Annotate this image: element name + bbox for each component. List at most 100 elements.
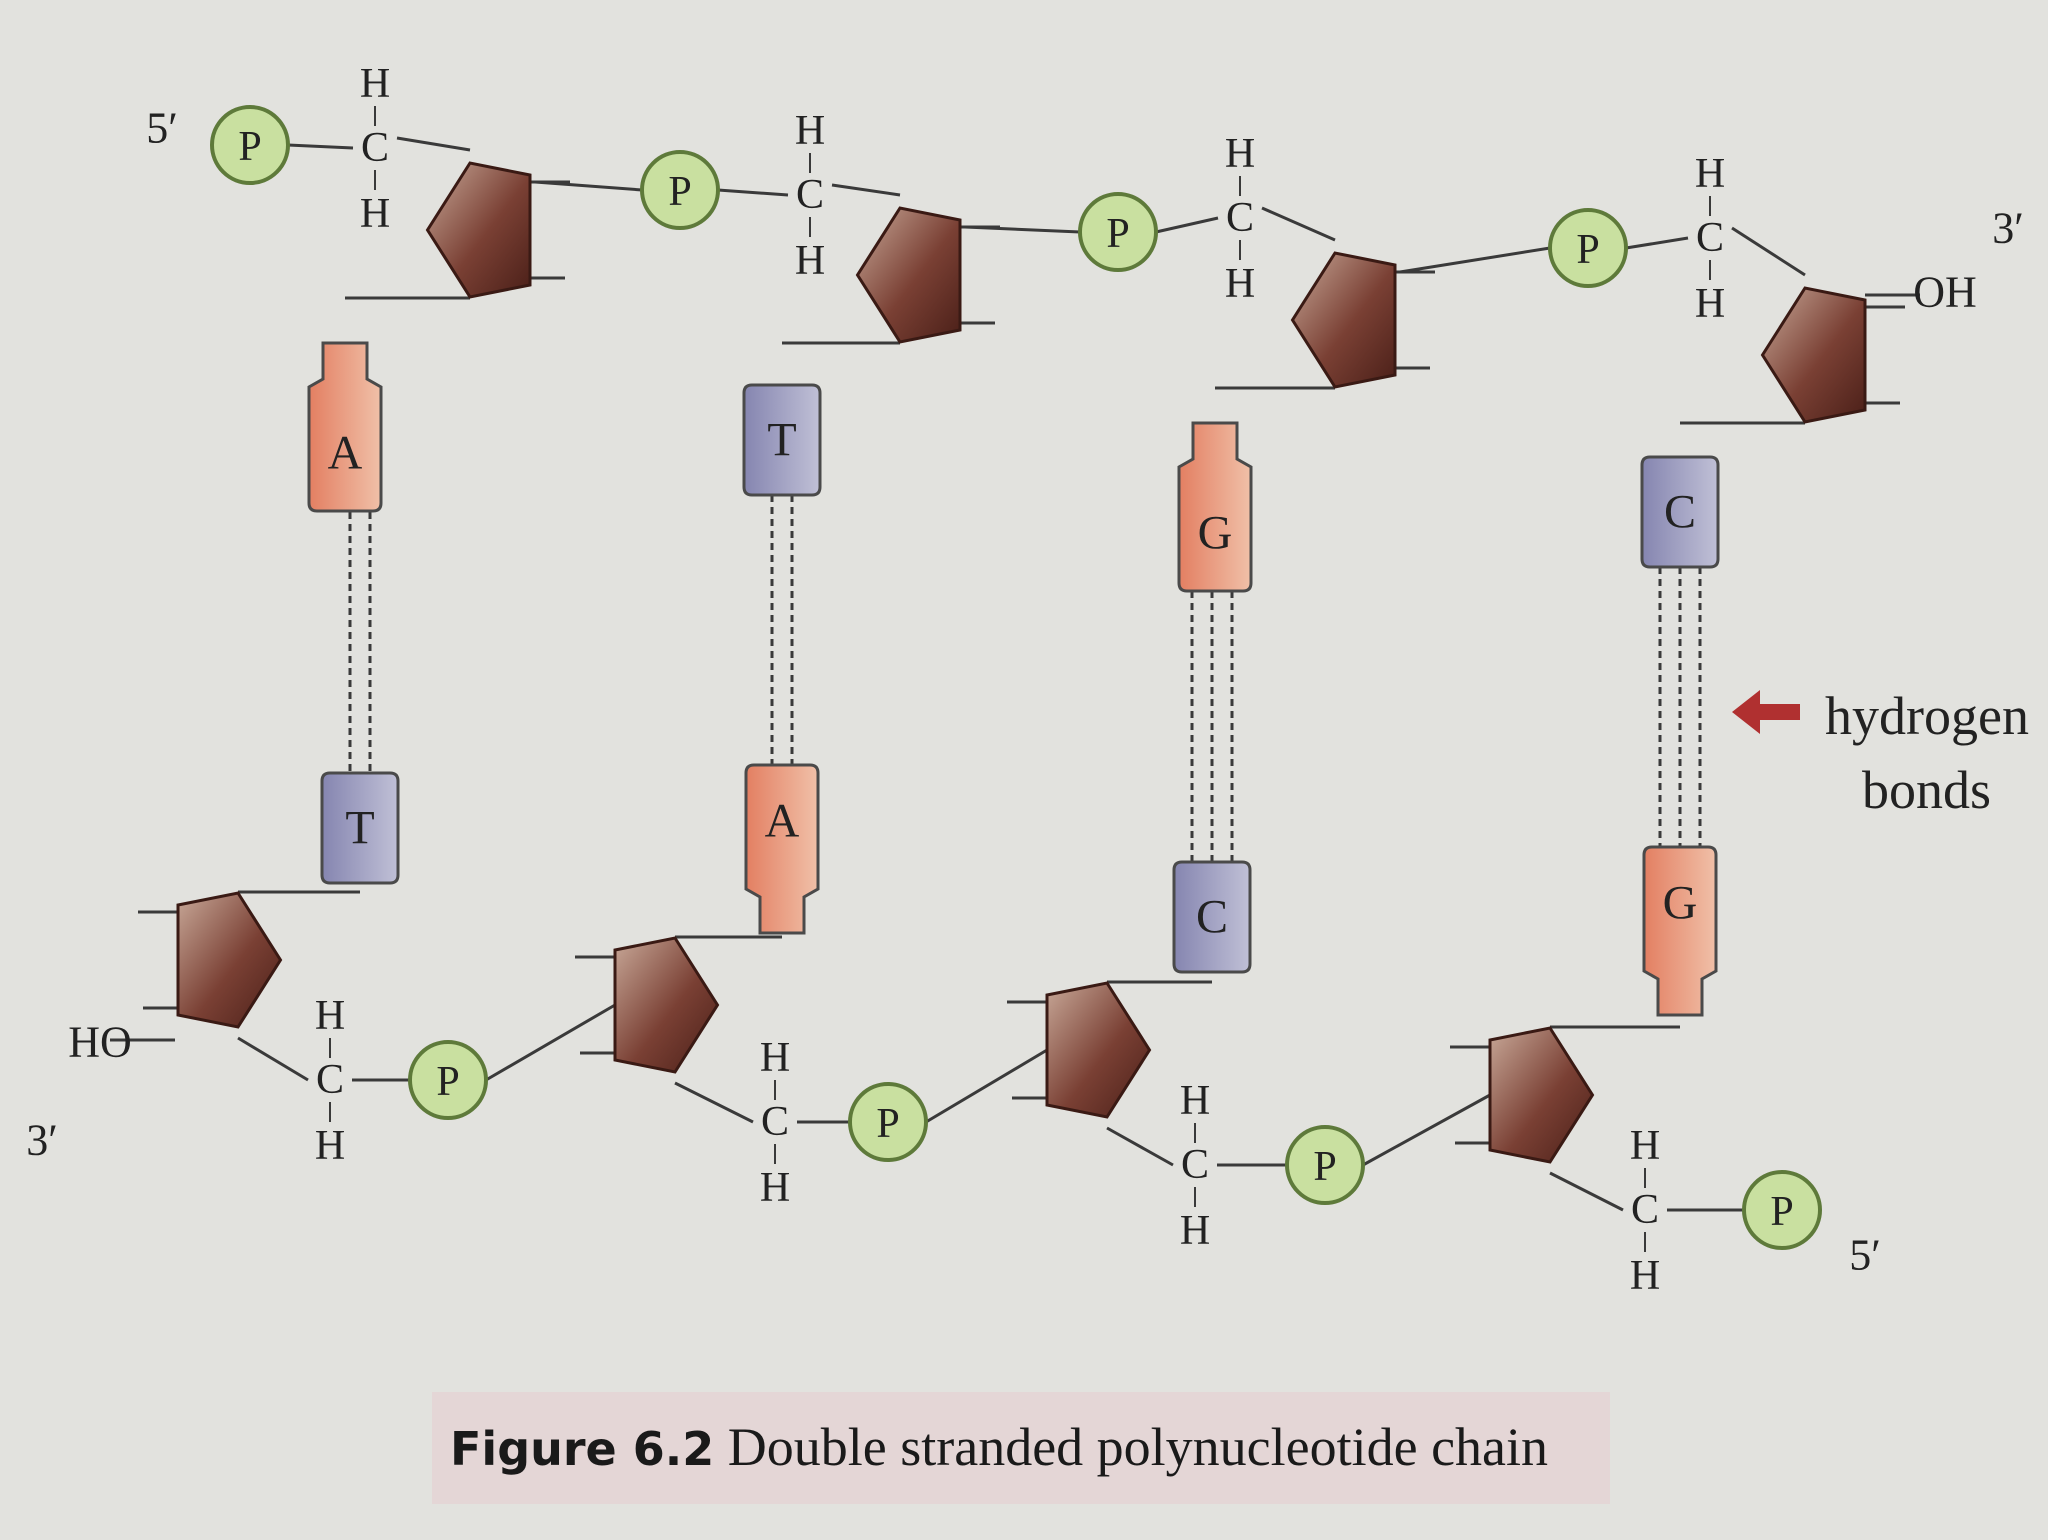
bottom-unit-2-ch2-carbon: C [761, 1099, 789, 1145]
top-unit-2-ch2-h-top: H [795, 108, 825, 154]
bottom-unit-2-phosphate-label: P [876, 1101, 899, 1147]
top-base-2 [742, 383, 822, 497]
top-unit-1-ch2-h-top: H [360, 61, 390, 107]
top-unit-4-p-c-bond [1625, 236, 1689, 250]
top-unit-3-link [964, 225, 1081, 234]
bottom-unit-2-ch2-h-top: H [760, 1035, 790, 1081]
bottom-unit-3-ch2-h-bottom: H [1180, 1208, 1210, 1254]
top-base-4 [1640, 455, 1720, 569]
top-unit-4-ch2-carbon: C [1696, 215, 1724, 261]
bottom-unit-3-sugar-c-bond [1106, 1126, 1174, 1167]
top-unit-2-ch2-carbon: C [796, 172, 824, 218]
bottom-unit-1-link [485, 1003, 616, 1082]
bottom-5prime-label: 5′ [1849, 1231, 1881, 1280]
bottom-unit-3-phosphate-label: P [1313, 1144, 1336, 1190]
top-oh-label: OH [1913, 268, 1977, 317]
top-unit-3-phosphate-label: P [1106, 211, 1129, 257]
top-unit-3-phosphate [1078, 192, 1158, 272]
bottom-3prime-label: 3′ [26, 1116, 58, 1165]
top-base-3 [1177, 421, 1253, 593]
top-unit-4-phosphate-label: P [1576, 227, 1599, 273]
top-unit-2-p-c-bond [717, 188, 789, 197]
top-unit-2-c-sugar-bond [831, 183, 901, 197]
top-unit-2-phosphate [640, 150, 720, 230]
top-unit-3-ch2-carbon: C [1226, 195, 1254, 241]
bottom-base-3-letter: C [1196, 891, 1228, 944]
top-unit-3-ch2-h-top: H [1225, 131, 1255, 177]
top-base-1-letter: A [328, 427, 363, 480]
bottom-unit-2-sugar [613, 936, 720, 1074]
bottom-base-1-letter: T [345, 802, 374, 855]
bottom-base-1 [320, 771, 400, 885]
bottom-unit-2-link [925, 1048, 1048, 1124]
bottom-unit-1-phosphate-label: P [436, 1059, 459, 1105]
bottom-unit-3-sugar [1045, 981, 1152, 1119]
bottom-unit-1-ch2-h-top: H [315, 993, 345, 1039]
molecule-shapes [176, 105, 1867, 1250]
top-unit-4-c-sugar-bond [1731, 226, 1806, 277]
hydrogen-bonds-arrow [1732, 690, 1800, 734]
top-unit-3-sugar [1290, 251, 1397, 389]
top-unit-4-ch2-h-top: H [1695, 151, 1725, 197]
figure-title: Double stranded polynucleotide chain [727, 1417, 1549, 1477]
top-unit-3-c-sugar-bond [1261, 206, 1336, 242]
hydrogen-bonds-label-2: bonds [1862, 760, 1991, 820]
bottom-unit-2-ch2-h-bottom: H [760, 1165, 790, 1211]
top-unit-1-phosphate [210, 105, 290, 185]
bottom-unit-4-phosphate [1742, 1170, 1822, 1250]
bottom-unit-3-ch2-carbon: C [1181, 1142, 1209, 1188]
caption-band [432, 1392, 1610, 1504]
figure-number: Figure 6.2 [450, 1422, 715, 1476]
bottom-unit-4-phosphate-label: P [1770, 1189, 1793, 1235]
top-unit-4-sugar [1760, 286, 1867, 424]
top-unit-3-p-c-bond [1155, 216, 1219, 234]
top-unit-2-ch2-h-bottom: H [795, 238, 825, 284]
figure-caption: Figure 6.2 Double stranded polynucleotid… [450, 1416, 1548, 1478]
bottom-unit-1-sugar-c-bond [237, 1036, 309, 1082]
bottom-unit-3-link [1362, 1093, 1491, 1167]
bottom-unit-4-sugar-c-bond [1549, 1171, 1624, 1212]
bottom-unit-2-phosphate [848, 1082, 928, 1162]
bottom-unit-4-ch2-h-bottom: H [1630, 1253, 1660, 1299]
top-unit-1-ch2-carbon: C [361, 125, 389, 171]
top-unit-3-ch2-h-bottom: H [1225, 261, 1255, 307]
top-unit-4-ch2-h-bottom: H [1695, 281, 1725, 327]
top-unit-1-c-sugar-bond [396, 136, 471, 152]
bottom-unit-4-sugar [1488, 1026, 1595, 1164]
top-unit-4-phosphate [1548, 208, 1628, 288]
hydrogen-bonds-label-1: hydrogen [1825, 686, 2029, 746]
bottom-base-4 [1642, 845, 1718, 1017]
backbone-lines [110, 106, 1920, 1252]
top-unit-1-p-c-bond [287, 143, 354, 150]
top-unit-2-link [534, 180, 643, 192]
bottom-unit-4-ch2-h-top: H [1630, 1123, 1660, 1169]
bottom-unit-1-ch2-h-bottom: H [315, 1123, 345, 1169]
bottom-ho-label: HO [68, 1018, 132, 1067]
bottom-base-3 [1172, 860, 1252, 974]
top-unit-1-sugar [425, 161, 532, 299]
top-unit-1-ch2-h-bottom: H [360, 191, 390, 237]
bottom-base-2 [744, 763, 820, 935]
bottom-unit-1-sugar [176, 891, 283, 1029]
top-base-2-letter: T [767, 414, 796, 467]
top-unit-2-sugar [855, 206, 962, 344]
bottom-base-4-letter: G [1663, 877, 1698, 930]
bottom-unit-2-sugar-c-bond [674, 1081, 754, 1124]
bottom-unit-3-phosphate [1285, 1125, 1365, 1205]
top-unit-2-phosphate-label: P [668, 169, 691, 215]
bottom-unit-1-ch2-carbon: C [316, 1057, 344, 1103]
top-unit-1-phosphate-label: P [238, 124, 261, 170]
top-unit-4-link [1399, 246, 1551, 274]
bottom-base-2-letter: A [765, 795, 800, 848]
bottom-unit-1-phosphate [408, 1040, 488, 1120]
bottom-unit-4-ch2-carbon: C [1631, 1187, 1659, 1233]
top-5prime-label: 5′ [146, 104, 178, 153]
bottom-unit-3-ch2-h-top: H [1180, 1078, 1210, 1124]
top-3prime-label: 3′ [1992, 204, 2024, 253]
top-base-4-letter: C [1664, 486, 1696, 539]
top-base-1 [307, 341, 383, 513]
top-base-3-letter: G [1198, 507, 1233, 560]
